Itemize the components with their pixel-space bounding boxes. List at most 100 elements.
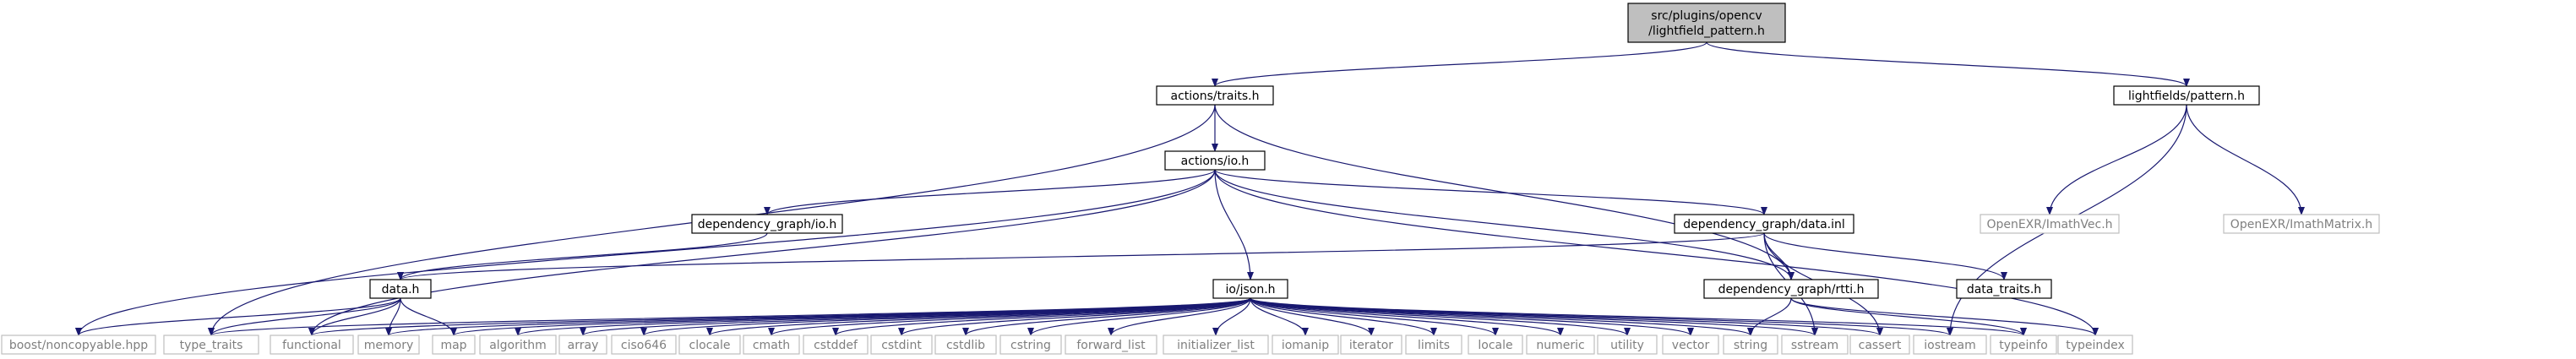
node-utility: utility xyxy=(1597,335,1658,355)
node-cstddef-label: cstddef xyxy=(814,339,858,352)
node-algorithm-label: algorithm xyxy=(489,339,547,352)
edge-io-json-to-cstdint xyxy=(898,297,1251,336)
node-typeinfo: typeinfo xyxy=(1990,335,2057,355)
node-io-json[interactable]: io/json.h xyxy=(1212,279,1288,299)
node-data-traits[interactable]: data_traits.h xyxy=(1956,279,2052,299)
node-initializer-list: initializer_list xyxy=(1163,335,1269,355)
node-iomanip: iomanip xyxy=(1272,335,1339,355)
node-locale-box xyxy=(1468,335,1523,355)
node-functional-label: functional xyxy=(282,339,341,352)
edge-root-to-actions-traits xyxy=(1212,41,1707,87)
node-lightfields-pattern[interactable]: lightfields/pattern.h xyxy=(2113,85,2260,106)
node-typeinfo-label: typeinfo xyxy=(1999,339,2048,352)
node-type-traits: type_traits xyxy=(163,335,259,355)
node-openexr-imathvec: OpenEXR/ImathVec.h xyxy=(1980,214,2120,234)
node-initializer-list-box xyxy=(1163,335,1269,355)
node-boost-noncopyable-label: boost/noncopyable.hpp xyxy=(9,339,148,352)
edge-dependency-graph-rtti-to-typeinfo xyxy=(1790,297,2027,336)
edge-io-json-to-memory xyxy=(385,297,1251,336)
node-vector-label: vector xyxy=(1672,339,1710,352)
node-actions-io[interactable]: actions/io.h xyxy=(1164,150,1266,171)
edge-lightfields-pattern-to-openexr-imathmatrix xyxy=(2186,104,2305,215)
node-openexr-imathmatrix-label: OpenEXR/ImathMatrix.h xyxy=(2230,218,2372,231)
node-dependency-graph-io-box xyxy=(691,214,843,234)
node-iterator-label: iterator xyxy=(1349,339,1393,352)
node-cstring-label: cstring xyxy=(1010,339,1051,352)
edge-root-to-lightfields-pattern xyxy=(1706,41,2190,87)
node-limits-box xyxy=(1405,335,1462,355)
node-vector-box xyxy=(1662,335,1719,355)
node-cassert: cassert xyxy=(1849,335,1910,355)
node-dependency-graph-rtti[interactable]: dependency_graph/rtti.h xyxy=(1703,279,1879,299)
node-data-h[interactable]: data.h xyxy=(369,279,432,299)
node-openexr-imathvec-label: OpenEXR/ImathVec.h xyxy=(1986,218,2112,231)
node-ciso646-box xyxy=(611,335,677,355)
node-io-json-box xyxy=(1212,279,1288,299)
edge-dependency-graph-data-inl-to-data-h xyxy=(397,232,1765,280)
node-cstdint-label: cstdint xyxy=(881,339,922,352)
node-lightfields-pattern-box xyxy=(2113,85,2260,106)
node-ciso646-label: ciso646 xyxy=(621,339,667,352)
node-root[interactable]: src/plugins/opencv/lightfield_pattern.h xyxy=(1627,3,1786,43)
edge-io-json-to-string xyxy=(1250,297,1754,336)
node-forward-list: forward_list xyxy=(1065,335,1157,355)
edge-actions-io-to-boost-noncopyable xyxy=(75,169,1216,336)
node-cmath: cmath xyxy=(743,335,800,355)
edge-dependency-graph-data-inl-to-data-traits xyxy=(1763,232,2007,280)
edge-io-json-to-cmath xyxy=(768,297,1251,336)
node-cassert-label: cassert xyxy=(1859,339,1902,352)
node-functional-box xyxy=(270,335,354,355)
node-actions-io-label: actions/io.h xyxy=(1181,155,1250,168)
nodes-layer: src/plugins/opencv/lightfield_pattern.ha… xyxy=(1,3,2380,355)
node-dependency-graph-io[interactable]: dependency_graph/io.h xyxy=(691,214,843,234)
node-actions-traits-label: actions/traits.h xyxy=(1171,90,1260,103)
node-lightfields-pattern-label: lightfields/pattern.h xyxy=(2128,90,2245,103)
node-iomanip-label: iomanip xyxy=(1282,339,1329,352)
node-limits-label: limits xyxy=(1418,339,1450,352)
edge-actions-io-to-dependency-graph-data-inl xyxy=(1214,169,1767,215)
node-actions-traits[interactable]: actions/traits.h xyxy=(1156,85,1274,106)
edge-actions-io-to-dependency-graph-rtti xyxy=(1214,169,1794,280)
node-array: array xyxy=(558,335,607,355)
node-typeinfo-box xyxy=(1990,335,2057,355)
node-sstream-label: sstream xyxy=(1791,339,1838,352)
node-data-traits-box xyxy=(1956,279,2052,299)
node-cstddef-box xyxy=(803,335,869,355)
node-memory-box xyxy=(357,335,420,355)
node-actions-io-box xyxy=(1164,150,1266,171)
edge-io-json-to-typeinfo xyxy=(1250,297,2027,336)
edge-io-json-to-locale xyxy=(1250,297,1499,336)
edge-io-json-to-limits xyxy=(1250,297,1437,336)
node-type-traits-box xyxy=(163,335,259,355)
node-array-box xyxy=(558,335,607,355)
node-cstring: cstring xyxy=(999,335,1062,355)
node-dependency-graph-data-inl-box xyxy=(1674,214,1854,234)
node-cmath-box xyxy=(743,335,800,355)
edge-actions-io-to-typeindex xyxy=(1214,169,2099,336)
node-cstring-box xyxy=(999,335,1062,355)
node-dependency-graph-data-inl-label: dependency_graph/data.inl xyxy=(1683,218,1845,231)
node-limits: limits xyxy=(1405,335,1462,355)
node-clocale: clocale xyxy=(678,335,741,355)
node-dependency-graph-io-label: dependency_graph/io.h xyxy=(698,218,836,231)
node-root-label: /lightfield_pattern.h xyxy=(1648,24,1765,38)
node-iostream-label: iostream xyxy=(1924,339,1976,352)
node-sstream-box xyxy=(1781,335,1849,355)
node-typeindex-label: typeindex xyxy=(2066,339,2125,352)
node-cstdint: cstdint xyxy=(870,335,933,355)
edge-io-json-to-iomanip xyxy=(1250,297,1309,336)
node-ciso646: ciso646 xyxy=(611,335,677,355)
node-dependency-graph-data-inl[interactable]: dependency_graph/data.inl xyxy=(1674,214,1854,234)
node-typeindex: typeindex xyxy=(2057,335,2133,355)
edge-io-json-to-cstddef xyxy=(832,297,1251,336)
edge-io-json-to-initializer-list xyxy=(1212,297,1251,336)
edge-lightfields-pattern-to-openexr-imathvec xyxy=(2046,104,2187,215)
node-boost-noncopyable-box xyxy=(1,335,156,355)
edge-io-json-to-cstdlib xyxy=(962,297,1251,336)
node-map-box xyxy=(432,335,476,355)
node-boost-noncopyable: boost/noncopyable.hpp xyxy=(1,335,156,355)
edge-dependency-graph-io-to-data-h xyxy=(397,232,768,280)
edge-actions-traits-to-dependency-graph-rtti xyxy=(1214,104,1794,280)
node-numeric-box xyxy=(1526,335,1595,355)
node-cassert-box xyxy=(1849,335,1910,355)
